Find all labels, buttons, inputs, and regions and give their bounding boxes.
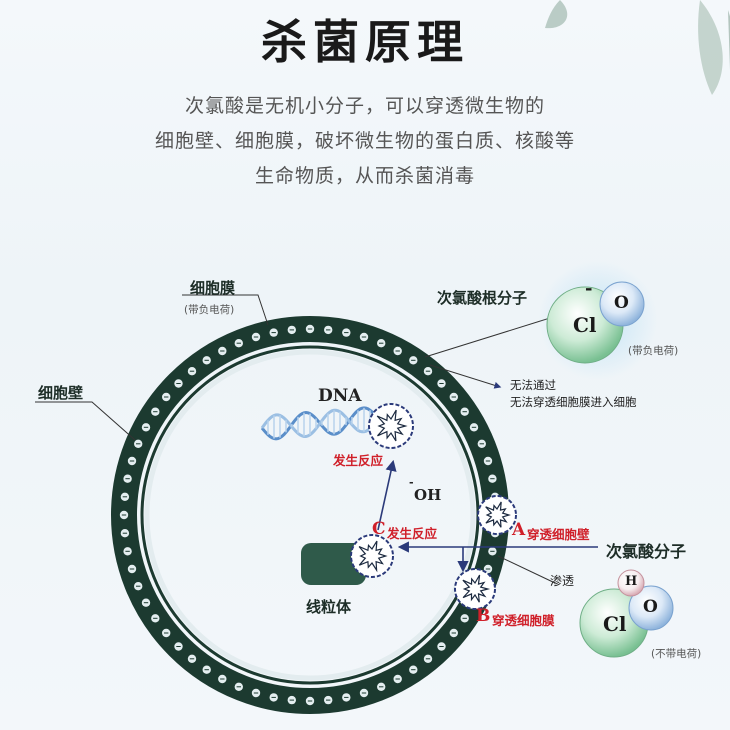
hydroxide-label: OH [414,486,442,504]
description-line-1: 次氯酸是无机小分子，可以穿透微生物的 [184,95,545,117]
hocl-cl-letter: Cl [603,612,627,636]
reaction-arrows [377,459,598,573]
hocl-h-letter: H [625,574,638,589]
reaction-burst-a [477,495,517,535]
mitochondria-label: 线粒体 [306,598,352,616]
step-c-label: 发生反应 [387,526,438,541]
pointer-lines [35,294,556,584]
reaction-burst-c [350,534,394,578]
hypochlorite-molecule [538,260,658,380]
permeate-label: 渗透 [550,574,575,588]
hocl-o-letter: O [643,597,658,617]
uncharged-note: (不带电荷) [651,648,702,660]
clo-o-letter: O [614,293,629,313]
description-line-2: 细胞壁、细胞膜，破坏微生物的蛋白质、核酸等 [154,130,575,152]
hypochlorite-note: (带负电荷) [628,345,679,357]
dna-label: DNA [318,386,362,406]
dna-reaction-label: 发生反应 [333,453,384,468]
reaction-burst-dna [368,403,414,449]
mitochondria-shape [301,543,366,585]
step-b-letter: B [476,606,491,626]
cell-membrane-label: 细胞膜 [190,279,236,297]
cell-membrane-note: (带负电荷) [184,304,235,316]
leaf-decoration [545,0,730,95]
clo-cl-letter: Cl [573,313,597,337]
hocl-molecule [579,569,674,658]
page-title: 杀菌原理 [261,15,469,69]
reaction-burst-b [454,568,496,610]
oh-minus-sign: - [409,476,414,489]
clo-minus-sign: - [585,278,593,299]
cell-wall-label: 细胞壁 [38,384,84,402]
step-a-letter: A [512,520,526,540]
hocl-label: 次氯酸分子 [606,542,687,561]
cannot-pass-label: 无法通过 [510,378,556,392]
membrane-charge-dots [119,324,501,706]
step-c-letter: C [372,519,386,539]
step-b-label: 穿透细胞膜 [492,613,555,628]
step-a-label: 穿透细胞壁 [527,527,590,542]
hypochlorite-ion-label: 次氯酸根分子 [437,289,528,307]
description-line-3: 生命物质，从而杀菌消毒 [254,165,475,187]
cannot-penetrate-label: 无法穿透细胞膜进入细胞 [510,395,637,409]
